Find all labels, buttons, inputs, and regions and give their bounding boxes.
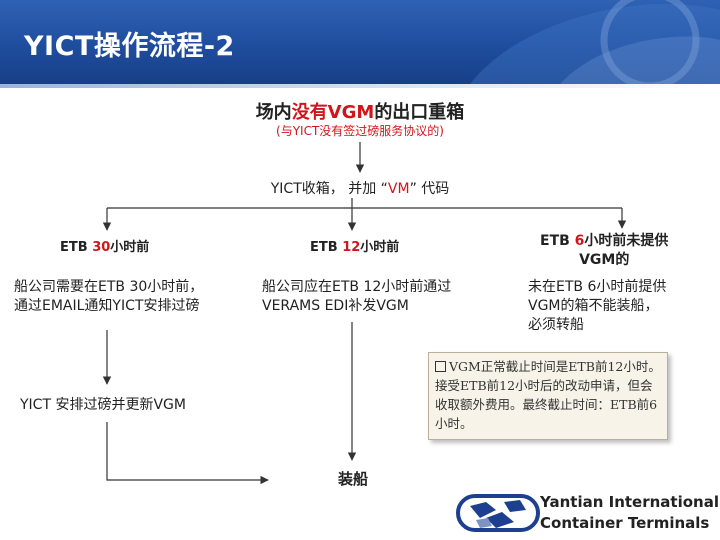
- branch-30h-desc-line2: 通过EMAIL通知YICT安排过磅: [14, 298, 200, 314]
- branch-30h-desc-line1: 船公司需要在ETB 30小时前，: [14, 279, 204, 295]
- branch-6h-desc-line1: 未在ETB 6小时前提供: [528, 279, 667, 295]
- step-receive-text1: YICT收箱， 并加 “: [270, 181, 388, 197]
- yict-logo-icon: [456, 494, 540, 532]
- branch-30h-hours: 30: [92, 240, 111, 255]
- company-name-line1: Yantian International: [540, 493, 719, 511]
- step-load-ship: 装船: [338, 470, 369, 488]
- branch-12h-hours: 12: [342, 240, 361, 255]
- vgm-deadline-note-text: VGM正常截止时间是ETB前12小时。 接受ETB前12小时后的改动申请，但会收…: [435, 359, 661, 431]
- branch-6h-pre: ETB: [540, 233, 575, 249]
- flow-heading-highlight: 没有VGM: [291, 102, 375, 123]
- branch-6h-description: 未在ETB 6小时前提供 VGM的箱不能装船， 必须转船: [528, 278, 666, 335]
- branch-6h-desc-line3: 必须转船: [528, 317, 584, 333]
- flow-subtitle: (与YICT没有签过磅服务协议的): [276, 124, 444, 138]
- slide-title: YICT操作流程-2: [24, 31, 235, 62]
- flow-heading-part3: 的出口重箱: [374, 102, 465, 123]
- connector-weigh-to-load: [106, 422, 269, 485]
- branch-label-12h: ETB 12小时前: [310, 236, 399, 255]
- step-receive-text2: ” 代码: [409, 181, 450, 197]
- branch-30h-description: 船公司需要在ETB 30小时前， 通过EMAIL通知YICT安排过磅: [14, 278, 203, 316]
- slide-header: YICT操作流程-2: [0, 0, 720, 84]
- vgm-deadline-note: VGM正常截止时间是ETB前12小时。 接受ETB前12小时后的改动申请，但会收…: [428, 352, 668, 440]
- step-weigh-update-vgm: YICT 安排过磅并更新VGM: [20, 397, 186, 413]
- branch-30h-post: 小时前: [110, 240, 150, 255]
- branch-12h-description: 船公司应在ETB 12小时前通过 VERAMS EDI补发VGM: [262, 278, 451, 316]
- branch-6h-desc-line2: VGM的箱不能装船，: [528, 298, 659, 314]
- branch-6h-line2: VGM的: [579, 252, 630, 268]
- branch-12h-pre: ETB: [310, 240, 343, 255]
- branch-12h-post: 小时前: [360, 240, 400, 255]
- step-receive-container: YICT收箱， 并加 “VM” 代码: [0, 178, 720, 198]
- header-decoration-swoosh-icon: [470, 0, 720, 84]
- flow-heading-part1: 场内: [255, 102, 292, 123]
- branch-12h-desc-line1: 船公司应在ETB 12小时前通过: [262, 279, 452, 295]
- branch-6h-post: 小时前未提供: [584, 233, 669, 249]
- header-underline: [0, 84, 720, 88]
- checkbox-square-icon: [435, 361, 446, 372]
- flow-heading: 场内没有VGM的出口重箱: [0, 98, 720, 124]
- branch-12h-desc-line2: VERAMS EDI补发VGM: [262, 298, 409, 314]
- branch-6h-hours: 6: [574, 233, 585, 249]
- branch-label-6h: ETB 6小时前未提供 VGM的: [540, 232, 668, 270]
- company-name-line2: Container Terminals: [540, 514, 710, 532]
- branch-30h-pre: ETB: [60, 240, 93, 255]
- step-receive-code: VM: [387, 181, 410, 197]
- branch-label-30h: ETB 30小时前: [60, 236, 149, 255]
